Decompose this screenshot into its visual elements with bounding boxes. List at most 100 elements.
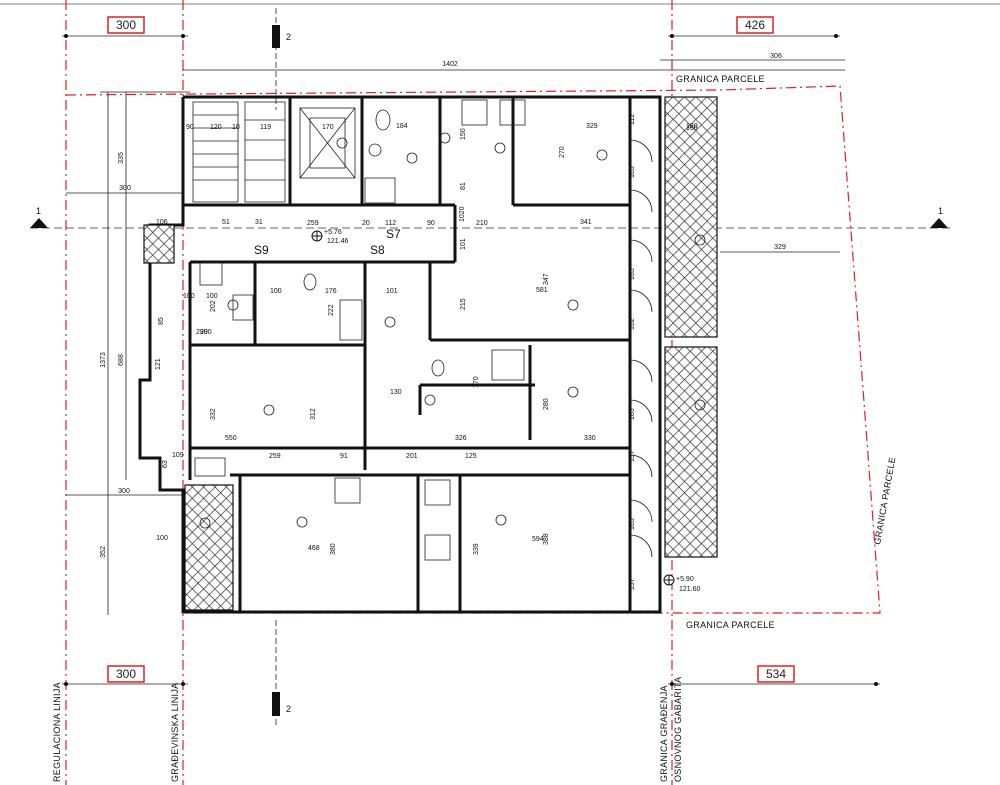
building-line-label: GRAĐEVINSKA LINIJA xyxy=(170,683,180,782)
svg-text:119: 119 xyxy=(260,124,271,131)
level-upper-value: +5.76 xyxy=(324,229,342,236)
right-setback-bottom: 534 xyxy=(766,667,786,681)
left-setback-box-top xyxy=(107,16,145,34)
svg-text:106: 106 xyxy=(156,219,168,226)
svg-text:201: 201 xyxy=(406,453,418,460)
svg-text:202: 202 xyxy=(210,300,217,312)
svg-text:120: 120 xyxy=(210,124,222,131)
right-offset-dim: 306 xyxy=(770,53,782,60)
svg-text:2: 2 xyxy=(286,704,291,714)
svg-text:330: 330 xyxy=(584,435,596,442)
elevator xyxy=(299,107,356,179)
svg-text:347: 347 xyxy=(543,273,550,285)
svg-text:270: 270 xyxy=(559,146,566,158)
svg-text:160: 160 xyxy=(686,125,698,132)
svg-text:380: 380 xyxy=(330,543,337,555)
section-marker-right: 1 xyxy=(938,206,943,216)
parcel-label-top: GRANICA PARCELE xyxy=(676,74,765,84)
top-vertical-dim: 335 xyxy=(118,152,125,164)
left-setback-bottom: 300 xyxy=(116,667,136,681)
right-setback-box-bottom xyxy=(757,665,795,683)
parcel-label-bottom: GRANICA PARCELE xyxy=(686,620,775,630)
svg-text:100: 100 xyxy=(206,293,218,300)
svg-text:170: 170 xyxy=(322,124,334,131)
level-lower-value: +5.90 xyxy=(676,576,694,583)
svg-text:550: 550 xyxy=(225,435,237,442)
svg-text:90: 90 xyxy=(186,124,194,131)
svg-text:130: 130 xyxy=(390,389,402,396)
balcony-lower xyxy=(664,346,718,558)
bottom-setback-dims xyxy=(62,682,880,686)
level-upper-abs: 121.46 xyxy=(327,238,349,245)
room-tag-s9: S9 xyxy=(254,243,269,257)
height-dim: 1373 xyxy=(100,352,107,368)
balcony-doors xyxy=(629,139,653,558)
svg-text:150: 150 xyxy=(460,128,467,140)
svg-text:388: 388 xyxy=(543,533,550,545)
left-vertical-dims xyxy=(66,91,190,615)
svg-text:165: 165 xyxy=(629,518,636,530)
bottom-vertical-dim: 352 xyxy=(100,546,107,558)
section-marker-top: 2 xyxy=(272,8,291,110)
svg-text:2: 2 xyxy=(286,32,291,42)
svg-text:170: 170 xyxy=(473,376,480,388)
svg-text:581: 581 xyxy=(536,287,548,294)
svg-text:332: 332 xyxy=(210,408,217,420)
top-setback-dims xyxy=(62,34,845,71)
section-line-1 xyxy=(30,218,950,229)
svg-text:100: 100 xyxy=(183,293,195,300)
bathroom-fixtures xyxy=(194,99,526,561)
svg-text:81: 81 xyxy=(460,182,467,190)
right-setback-box-top xyxy=(736,16,774,34)
svg-text:100: 100 xyxy=(270,288,282,295)
svg-text:90: 90 xyxy=(427,220,435,227)
svg-text:210: 210 xyxy=(476,220,488,227)
svg-text:215: 215 xyxy=(460,298,467,310)
balcony-upper xyxy=(664,96,718,338)
svg-text:339: 339 xyxy=(473,543,480,555)
building-walls xyxy=(138,95,662,614)
svg-text:222: 222 xyxy=(328,304,335,316)
svg-text:290: 290 xyxy=(196,329,208,336)
left-setback-top: 300 xyxy=(116,18,136,32)
svg-text:91: 91 xyxy=(340,453,348,460)
svg-text:290: 290 xyxy=(200,329,212,336)
svg-text:165: 165 xyxy=(629,268,636,280)
svg-text:109: 109 xyxy=(172,452,184,459)
overall-width-dim: 1402 xyxy=(442,61,458,68)
svg-text:329: 329 xyxy=(586,123,598,130)
boundary-line-label-2: OSNOVNOG GABARITA xyxy=(673,677,683,782)
svg-text:468: 468 xyxy=(308,545,320,552)
room-markers xyxy=(199,132,706,529)
svg-text:594: 594 xyxy=(532,536,544,543)
svg-text:165: 165 xyxy=(629,166,636,178)
staircase xyxy=(192,101,286,203)
interior-dimensions: 90 120 10 119 170 184 329 112 270 180 16… xyxy=(155,114,698,590)
left-setback-box-bottom xyxy=(107,665,145,683)
svg-text:20: 20 xyxy=(362,220,370,227)
room-tag-s7: S7 xyxy=(386,227,401,241)
svg-text:165: 165 xyxy=(629,408,636,420)
left-vertical-dim: 688 xyxy=(118,354,125,366)
right-329-dim: 329 xyxy=(774,244,786,251)
svg-text:10: 10 xyxy=(232,124,240,131)
svg-text:176: 176 xyxy=(325,288,337,295)
svg-text:125: 125 xyxy=(465,453,477,460)
section-marker-left: 1 xyxy=(36,206,41,216)
svg-text:137: 137 xyxy=(629,578,636,590)
svg-text:312: 312 xyxy=(310,408,317,420)
svg-text:101: 101 xyxy=(460,238,467,250)
svg-text:1020: 1020 xyxy=(459,206,466,222)
svg-text:326: 326 xyxy=(455,435,467,442)
gap-300-b: 300 xyxy=(118,488,130,495)
svg-text:180: 180 xyxy=(686,123,698,130)
svg-text:112: 112 xyxy=(385,220,396,227)
gap-300-a: 300 xyxy=(119,185,131,192)
svg-text:280: 280 xyxy=(543,398,550,410)
svg-text:63: 63 xyxy=(162,460,169,468)
svg-text:121: 121 xyxy=(155,358,162,370)
boundary-line-label-1: GRANICA GRAĐENJA xyxy=(659,685,669,782)
level-lower-abs: 121.60 xyxy=(679,586,701,593)
level-mark-lower xyxy=(663,574,675,586)
